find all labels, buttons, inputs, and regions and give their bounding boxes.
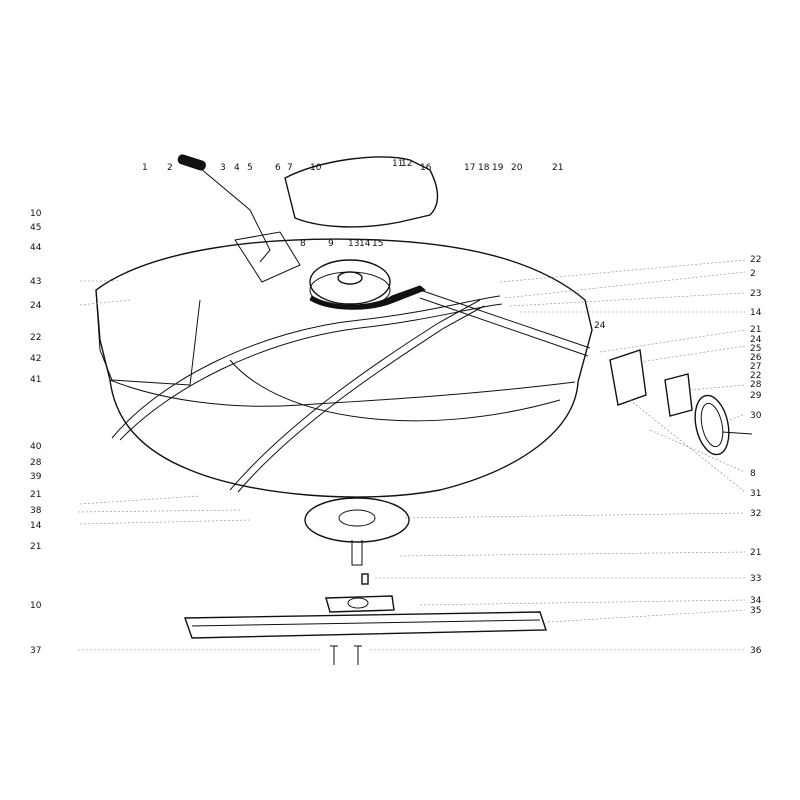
rear-wheel [694,394,730,456]
callout-label: 14 [359,239,371,249]
callout-label: 14 [30,521,42,531]
callout-label: 9 [328,239,334,249]
callout-label: 21 [750,548,761,558]
callout-label: 8 [750,469,756,479]
callout-label: 3 [220,163,226,173]
deck-shell [95,238,593,498]
callout-label: 22 [750,255,761,265]
handle-bar-left-inner [119,303,503,441]
callout-label: 32 [750,509,761,519]
callout-label: 23 [750,289,761,299]
callout-label: 1 [142,163,148,173]
lever-quadrant [234,231,301,283]
callout-label: 21 [30,542,41,552]
callout-label: 11 [392,159,403,169]
callout-label: 28 [750,380,762,390]
callout-label: 30 [750,411,762,421]
callouts-top: 1 2 3 4 5 6 7 10 11 12 16 17 18 19 20 21… [142,159,563,249]
callout-label: 35 [750,606,761,616]
callout-label: 42 [30,354,41,364]
callout-label: 17 [464,163,475,173]
callout-label: 8 [300,239,306,249]
callout-label: 27 [750,362,761,372]
wheel-bracket [609,349,647,406]
callout-label: 31 [750,489,761,499]
blade-bolt-right [354,645,362,665]
callout-label: 34 [750,596,762,606]
adaptor-hub [338,509,376,527]
callout-label: 10 [30,601,42,611]
callout-label: 25 [750,344,761,354]
callout-label: 10 [310,163,322,173]
axle-rod [419,289,591,357]
callout-label: 22 [30,333,41,343]
blade-bolt-left [330,645,338,665]
callout-label: 18 [478,163,490,173]
callout-label: 16 [420,163,432,173]
handle-bar-right-inner [237,305,485,493]
callout-label: 37 [30,646,41,656]
wheel-axle-bolt [721,431,753,435]
callouts-right: 22 2 23 14 24 21 24 25 26 27 22 28 29 30… [594,255,762,656]
deck-side-panel [95,289,201,386]
lever-grip [177,154,207,171]
wheel-tread [700,402,724,448]
callout-label: 24 [30,301,42,311]
callout-label: 12 [401,159,412,169]
callouts-left: 10 45 44 43 24 22 42 41 40 28 39 21 38 1… [30,209,42,656]
callout-label: 21 [552,163,563,173]
callout-label: 7 [287,163,293,173]
blade-holder-hub [347,597,369,609]
callout-label: 24 [750,335,762,345]
callout-label: 20 [511,163,523,173]
cutting-blade [184,611,547,639]
deck-skirt [109,379,576,407]
callout-label: 4 [234,163,240,173]
callout-label: 22 [750,371,761,381]
callout-label: 14 [750,308,762,318]
callout-label: 26 [750,353,762,363]
callout-label: 24 [594,321,606,331]
callout-label: 6 [275,163,281,173]
height-lever [199,167,271,263]
callout-label: 41 [30,375,41,385]
callout-label: 44 [30,243,42,253]
callout-label: 39 [30,472,42,482]
callout-label: 21 [30,490,41,500]
callout-label: 10 [30,209,42,219]
callout-label: 33 [750,574,761,584]
callout-label: 13 [348,239,359,249]
callout-label: 21 [750,325,761,335]
callout-label: 29 [750,391,762,401]
drive-key [361,573,369,585]
callout-label: 19 [492,163,504,173]
leader-lines [77,259,746,651]
adaptor-spindle [351,540,363,566]
blade-holder [325,595,395,613]
callout-label: 2 [167,163,173,173]
handle-bar-left [111,295,501,439]
handle-bar-right [229,299,481,491]
callout-label: 45 [30,223,41,233]
callout-label: 28 [30,458,42,468]
callout-label: 38 [30,506,42,516]
callout-label: 2 [750,269,756,279]
mower-deck-drawing [95,154,753,665]
blade-adaptor [304,497,410,543]
callout-label: 15 [372,239,383,249]
callout-label: 40 [30,442,42,452]
callout-label: 43 [30,277,41,287]
blade-edge [191,619,541,627]
drive-belt [309,285,426,310]
callout-label: 5 [247,163,253,173]
wheel-plate [664,373,693,417]
deck-rim [229,359,561,422]
pulley-hub [337,271,363,285]
callout-label: 36 [750,646,762,656]
top-cover-plate [284,156,439,228]
